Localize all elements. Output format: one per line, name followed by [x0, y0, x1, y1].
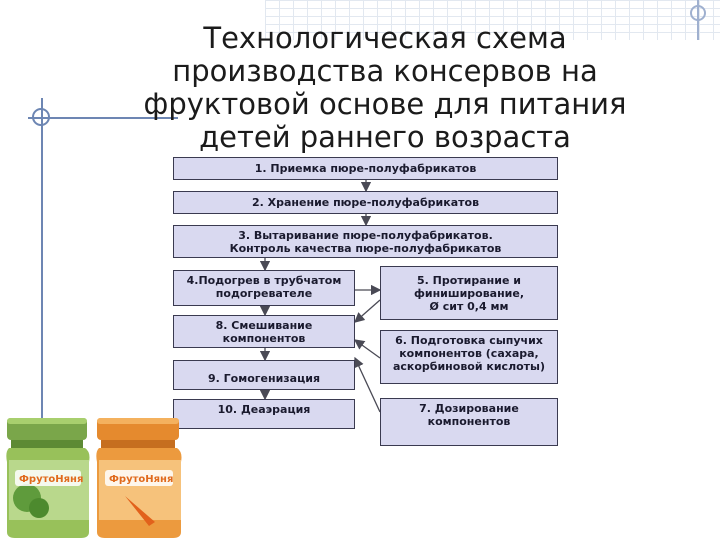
step-9-label: 9. Гомогенизация [207, 372, 321, 385]
decorative-target-circle [32, 108, 50, 126]
step-1-label: 1. Приемка пюре-полуфабрикатов [254, 162, 477, 175]
decorative-circle [690, 5, 706, 21]
step-5-box: 5. Протирание и финиширование, Ø сит 0,4… [380, 266, 558, 320]
step-10-label: 10. Деаэрация [217, 403, 311, 416]
decorative-vertical-rule [41, 98, 43, 508]
step-3-box: 3. Вытаривание пюре-полуфабрикатов. Конт… [173, 225, 558, 258]
step-2-label: 2. Хранение пюре-полуфабрикатов [251, 196, 480, 209]
step-6-label: 6. Подготовка сыпучих компонентов (сахар… [392, 334, 546, 373]
step-8-box: 8. Смешивание компонентов [173, 315, 355, 348]
step-7-box: 7. Дозирование компонентов [380, 398, 558, 446]
decorative-grid [265, 0, 720, 40]
arrow-7-8 [354, 356, 381, 413]
baby-food-jars-image: ФрутоНяня ФрутоНяня [6, 418, 182, 538]
step-10-box: 10. Деаэрация [173, 399, 355, 429]
step-6-box: 6. Подготовка сыпучих компонентов (сахар… [380, 330, 558, 384]
step-5-label: 5. Протирание и финиширование, Ø сит 0,4… [413, 273, 525, 313]
step-4-box: 4.Подогрев в трубчатом подогревателе [173, 270, 355, 306]
step-4-label: 4.Подогрев в трубчатом подогревателе [186, 274, 342, 300]
slide-title: Технологическая схема производства консе… [143, 21, 627, 154]
step-1-box: 1. Приемка пюре-полуфабрикатов [173, 157, 558, 180]
left-jar-brand: ФрутоНяня [19, 474, 83, 485]
step-7-label: 7. Дозирование компонентов [419, 402, 519, 428]
arrow-5-8 [354, 299, 381, 323]
decorative-horizontal-rule [28, 117, 178, 119]
step-2-box: 2. Хранение пюре-полуфабрикатов [173, 191, 558, 214]
step-3-label: 3. Вытаривание пюре-полуфабрикатов. Конт… [229, 228, 502, 255]
right-jar-brand: ФрутоНяня [109, 474, 173, 485]
arrow-6-8 [353, 339, 381, 359]
step-9-box: 9. Гомогенизация [173, 360, 355, 390]
step-8-label: 8. Смешивание компонентов [215, 319, 313, 345]
